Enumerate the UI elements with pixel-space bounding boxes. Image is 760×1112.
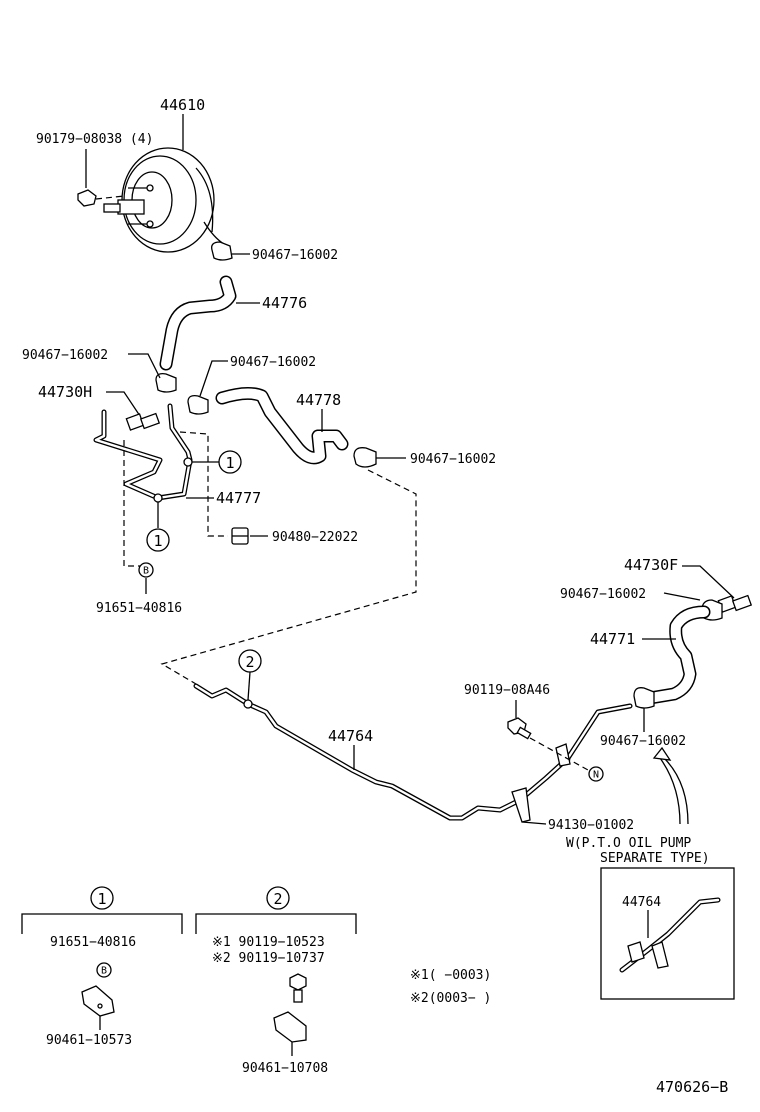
- hose-44776: [159, 275, 237, 371]
- label-90467-16002-e: 90467−16002: [560, 587, 646, 602]
- marker-circle-1-b: [146, 528, 170, 552]
- dashed-guide-90480: [179, 431, 228, 537]
- pipe-44764: [193, 683, 633, 823]
- hose-44778: [215, 386, 349, 465]
- label-d2-line1: ※1 90119−10523: [212, 935, 325, 950]
- label-90467-16002-c: 90467−16002: [230, 355, 316, 370]
- marker-circle-1-a: [218, 450, 242, 474]
- label-44771: 44771: [590, 630, 635, 648]
- label-d1-90461-10573: 90461−10573: [46, 1033, 132, 1048]
- marker-text-1-b: 1: [153, 532, 162, 550]
- clamp-90467-b: [155, 372, 177, 393]
- marker-circle-2-main: [238, 649, 262, 673]
- detail-1-marker: [90, 886, 114, 910]
- label-90467-16002-b: 90467−16002: [22, 348, 108, 363]
- check-valve-44730f: [717, 594, 753, 613]
- marker-text-1-a: 1: [225, 454, 234, 472]
- detail-1-b-marker-text: B: [101, 966, 107, 977]
- inset-pipe-44764: [619, 897, 721, 973]
- label-44730f: 44730F: [624, 556, 678, 574]
- detail-2-bolt: [289, 973, 307, 1003]
- label-44776: 44776: [262, 294, 307, 312]
- label-d2-90461-10708: 90461−10708: [242, 1061, 328, 1076]
- booster-nut: [77, 189, 125, 207]
- detail-2-marker: [266, 886, 290, 910]
- marker-text-n: N: [593, 770, 599, 781]
- clamp-90467-a: [211, 241, 233, 261]
- label-90179-08038: 90179−08038 (4): [36, 132, 153, 147]
- marker-text-b-a: B: [143, 566, 149, 577]
- label-90467-16002-f: 90467−16002: [600, 734, 686, 749]
- bolt-90119-08a46: [507, 717, 532, 740]
- label-w-line2: SEPARATE TYPE): [600, 851, 710, 866]
- detail-2-clamp: [273, 1011, 307, 1043]
- label-90467-16002-a: 90467−16002: [252, 248, 338, 263]
- detail-2-marker-text: 2: [273, 890, 282, 908]
- note-1: ※1( −0003): [410, 968, 491, 983]
- marker-circle-b-a: [138, 562, 154, 578]
- hose-44771: [643, 605, 711, 705]
- marker-text-2-main: 2: [245, 653, 254, 671]
- marker-circle-n: [588, 766, 604, 782]
- label-44764: 44764: [328, 727, 373, 745]
- dashed-guide-main: [160, 469, 417, 685]
- clamp-90467-c: [187, 394, 209, 415]
- detail-1-clamp: [81, 985, 115, 1017]
- label-44730h: 44730H: [38, 383, 92, 401]
- check-valve-44730h: [125, 412, 161, 431]
- detail-1-marker-text: 1: [97, 890, 106, 908]
- label-d2-line2: ※2 90119−10737: [212, 951, 325, 966]
- detail-2-bracket: [195, 913, 357, 934]
- clamp-90467-d: [353, 447, 377, 468]
- label-44777: 44777: [216, 489, 261, 507]
- label-94130-01002: 94130−01002: [548, 818, 634, 833]
- label-44764-inset: 44764: [622, 895, 661, 910]
- dashed-guide-b: [123, 440, 146, 567]
- dashed-guide-n: [529, 737, 589, 771]
- label-91651-40816-a: 91651−40816: [96, 601, 182, 616]
- label-44778: 44778: [296, 391, 341, 409]
- label-90467-16002-d: 90467−16002: [410, 452, 496, 467]
- note-2: ※2(0003− ): [410, 991, 491, 1006]
- detail-1-bracket: [21, 913, 183, 934]
- label-w-line1: W(P.T.O OIL PUMP: [566, 836, 691, 851]
- label-44610: 44610: [160, 96, 205, 114]
- diagram-code: 470626−B: [656, 1078, 728, 1096]
- w-callout-arrow: [652, 746, 689, 825]
- pipe-44777: [93, 403, 193, 503]
- brake-booster: [103, 147, 225, 253]
- label-90480-22022: 90480−22022: [272, 530, 358, 545]
- detail-1-b-marker: [96, 962, 112, 978]
- inset-w-box: [600, 867, 735, 1000]
- clamp-90467-f: [633, 687, 655, 709]
- label-90119-08a46: 90119−08A46: [464, 683, 550, 698]
- clip-90480: [231, 527, 249, 545]
- label-d1-91651-40816: 91651−40816: [50, 935, 136, 950]
